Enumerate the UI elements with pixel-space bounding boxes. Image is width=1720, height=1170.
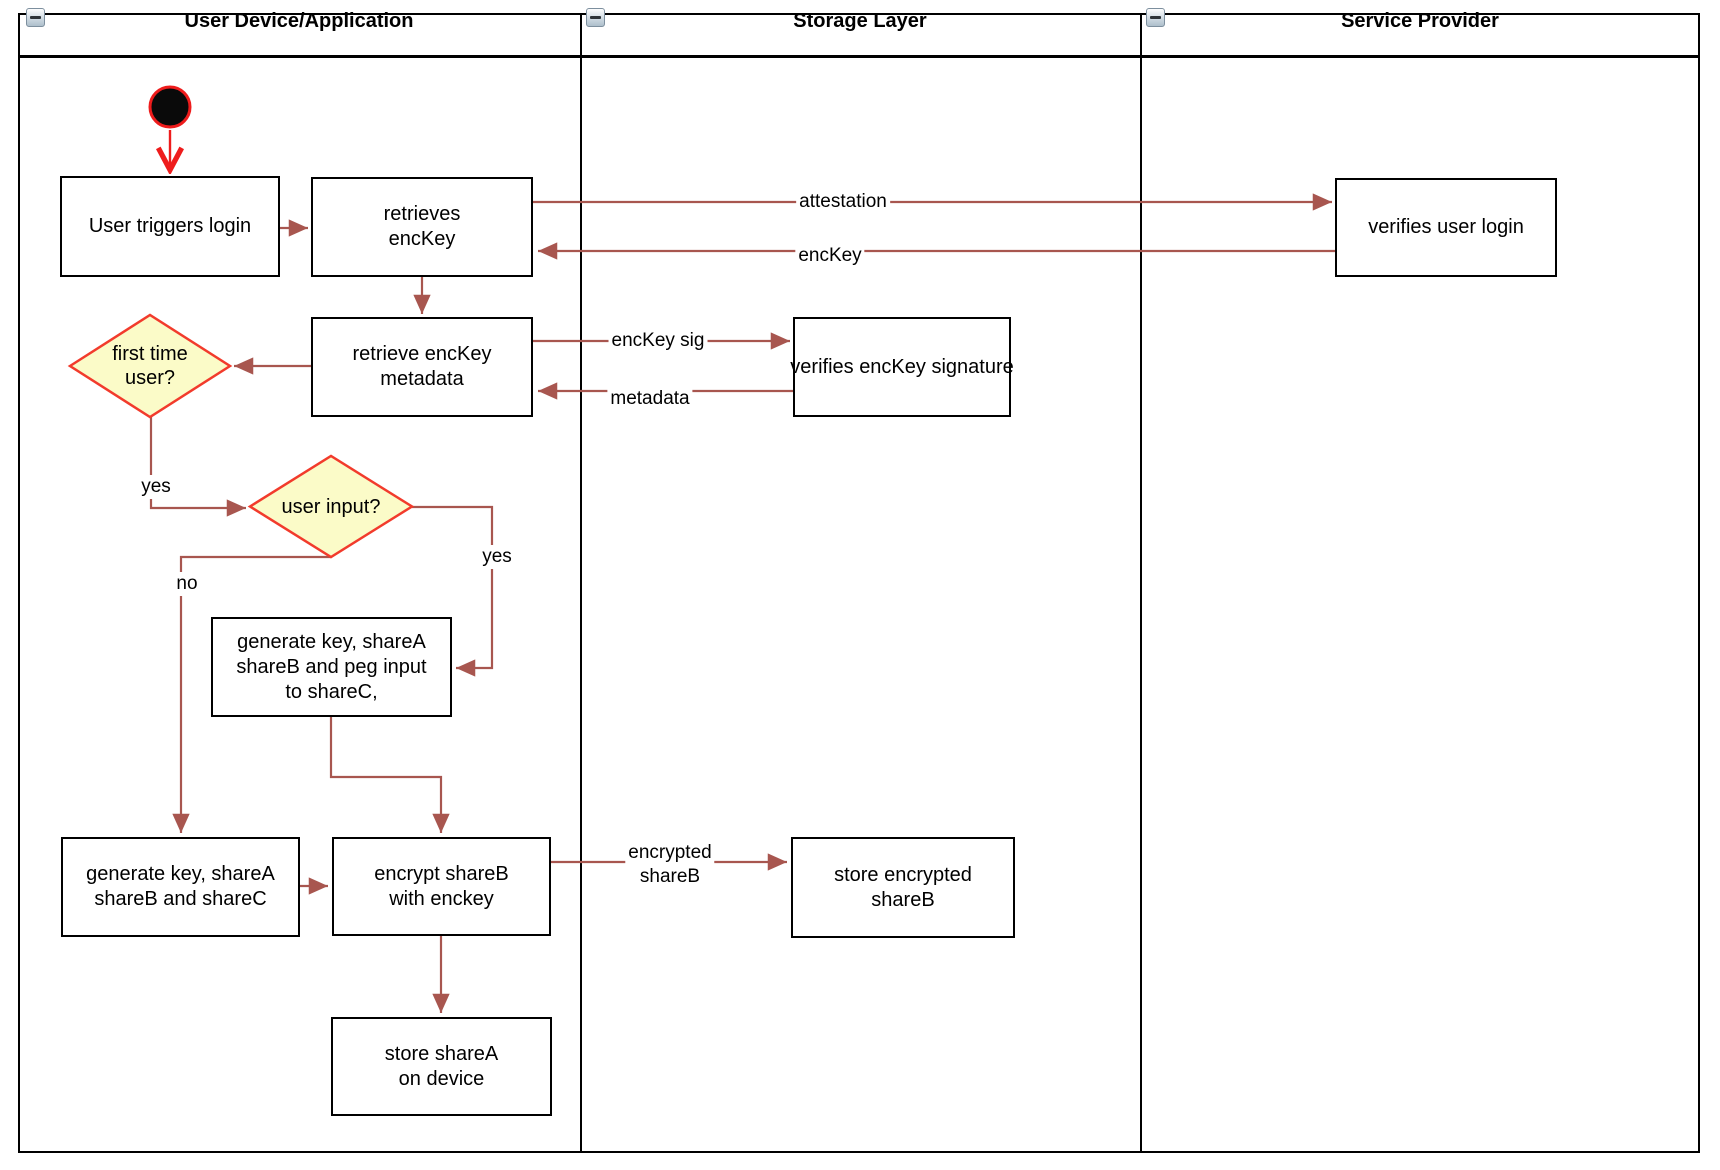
decision-user-input: user input? xyxy=(247,454,415,559)
node-verifies-enckey-signature: verifies encKey signature xyxy=(790,317,1014,417)
lane-divider-2 xyxy=(1139,15,1142,1151)
lane-title-service-provider: Service Provider xyxy=(1341,9,1499,32)
collapse-lane-icon-user-device[interactable] xyxy=(26,8,45,27)
node-generate-key-peg-input: generate key, shareA shareB and peg inpu… xyxy=(211,617,452,717)
node-generate-key-sharec: generate key, shareA shareB and shareC xyxy=(61,837,300,937)
edge-label-enckey: encKey xyxy=(795,244,865,268)
decision-user-input-label: user input? xyxy=(281,495,381,518)
edge-label-metadata: metadata xyxy=(607,387,693,411)
collapse-lane-icon-storage-layer[interactable] xyxy=(586,8,605,27)
lane-header-strip xyxy=(20,15,1698,58)
lane-title-storage-layer: Storage Layer xyxy=(793,9,927,32)
diamond-shape xyxy=(67,313,233,419)
node-verifies-user-login: verifies user login xyxy=(1335,178,1557,277)
edge-label-attestation: attestation xyxy=(796,190,890,214)
edge-label-enckey-sig: encKey sig xyxy=(608,329,708,353)
decision-first-time-user-label: first time user? xyxy=(112,343,188,389)
decision-first-time-user: first time user? xyxy=(67,313,233,419)
node-user-triggers-login: User triggers login xyxy=(60,176,280,277)
collapse-lane-icon-service-provider[interactable] xyxy=(1146,8,1165,27)
edge-label-user-input-no: no xyxy=(173,572,201,596)
edge-label-user-input-yes: yes xyxy=(479,545,515,569)
edge-label-first-time-yes: yes xyxy=(138,475,174,499)
edge-label-encrypted-shareb: encrypted shareB xyxy=(625,841,715,889)
node-store-encrypted-shareb: store encrypted shareB xyxy=(791,837,1015,938)
node-encrypt-shareb: encrypt shareB with enckey xyxy=(332,837,551,936)
lane-divider-1 xyxy=(579,15,582,1151)
lane-title-user-device: User Device/Application xyxy=(184,9,414,32)
minus-icon xyxy=(1150,15,1161,20)
node-retrieves-enckey: retrieves encKey xyxy=(311,177,533,277)
swimlane-frame xyxy=(18,13,1700,1153)
diamond-shape xyxy=(247,454,415,559)
minus-icon xyxy=(590,15,601,20)
node-retrieve-enckey-metadata: retrieve encKey metadata xyxy=(311,317,533,417)
minus-icon xyxy=(30,15,41,20)
node-store-sharea-on-device: store shareA on device xyxy=(331,1017,552,1116)
